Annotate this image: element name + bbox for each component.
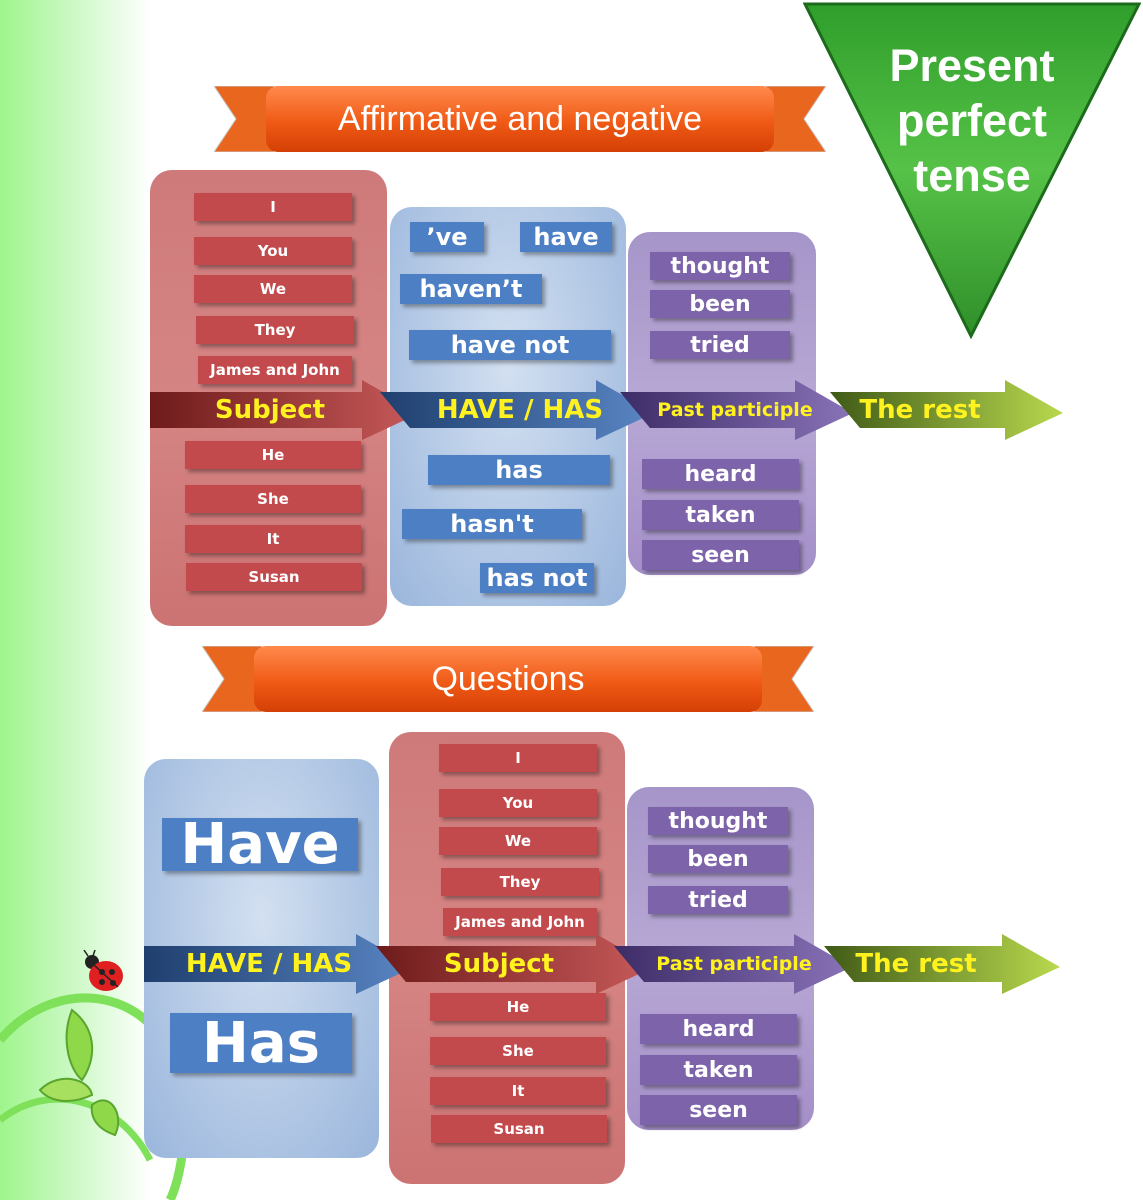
section-heading: Questions <box>254 646 762 712</box>
subject-tag: You <box>194 237 352 265</box>
subject-tag: James and John <box>198 356 352 384</box>
auxiliary-tag: have not <box>409 330 611 360</box>
auxiliary-tag: has <box>428 455 610 485</box>
participle-tag: heard <box>640 1014 797 1044</box>
participle-tag: thought <box>648 807 788 835</box>
subject-tag: We <box>439 827 597 855</box>
auxiliary-tag-big: Have <box>162 812 358 877</box>
subject-tag: She <box>185 485 361 513</box>
subject-tag: We <box>194 275 352 303</box>
auxiliary-tag: has not <box>480 563 594 593</box>
arrow-label: HAVE / HAS <box>185 949 353 979</box>
subject-tag: He <box>185 441 361 469</box>
subject-tag: Susan <box>431 1115 607 1143</box>
participle-tag: been <box>650 290 790 318</box>
vine-decoration <box>0 993 189 1200</box>
subject-tag: It <box>185 525 361 553</box>
arrow-label: The rest <box>855 949 977 979</box>
participle-tag: thought <box>650 252 790 280</box>
subject-tag: He <box>430 993 606 1021</box>
structure-arrow: HAVE / HAS Subject Past participle The r… <box>144 934 1062 994</box>
participle-tag: taken <box>642 500 799 530</box>
auxiliary-tag-big: Has <box>170 1011 352 1076</box>
participle-tag: tried <box>648 886 788 914</box>
arrow-label: The rest <box>859 395 981 425</box>
arrow-label: HAVE / HAS <box>436 395 604 425</box>
participle-tag: seen <box>642 540 799 570</box>
title-triangle: Present perfect tense <box>803 0 1141 340</box>
title-line-2: perfect <box>896 95 1048 146</box>
participle-tag: heard <box>642 459 799 489</box>
ladybug-icon <box>83 950 123 991</box>
subject-tag: She <box>430 1037 606 1065</box>
subject-tag: Susan <box>186 563 362 591</box>
title-line-1: Present <box>889 40 1055 91</box>
participle-tag: taken <box>640 1055 797 1085</box>
title-line-3: tense <box>913 150 1031 201</box>
structure-arrow: Subject HAVE / HAS Past participle The r… <box>150 380 1065 440</box>
subject-tag: I <box>194 193 352 221</box>
auxiliary-tag: hasn't <box>402 509 582 539</box>
participle-tag: tried <box>650 331 790 359</box>
arrow-label: Subject <box>214 395 326 425</box>
arrow-label: Past participle <box>656 953 812 975</box>
arrow-label: Subject <box>443 949 555 979</box>
auxiliary-tag: ’ve <box>410 222 484 252</box>
subject-tag: They <box>441 868 599 896</box>
section-heading: Affirmative and negative <box>266 86 774 152</box>
auxiliary-tag: have <box>520 222 612 252</box>
subject-tag: It <box>430 1077 606 1105</box>
subject-tag: They <box>196 316 354 344</box>
subject-tag: You <box>439 789 597 817</box>
arrow-label: Past participle <box>657 399 813 421</box>
section-heading-ribbon: Affirmative and negative <box>214 86 826 152</box>
auxiliary-tag: haven’t <box>400 274 542 304</box>
subject-tag: I <box>439 744 597 772</box>
participle-tag: seen <box>640 1095 797 1125</box>
subject-tag: James and John <box>443 908 597 936</box>
section-heading-ribbon: Questions <box>202 646 814 712</box>
participle-tag: been <box>648 845 788 873</box>
